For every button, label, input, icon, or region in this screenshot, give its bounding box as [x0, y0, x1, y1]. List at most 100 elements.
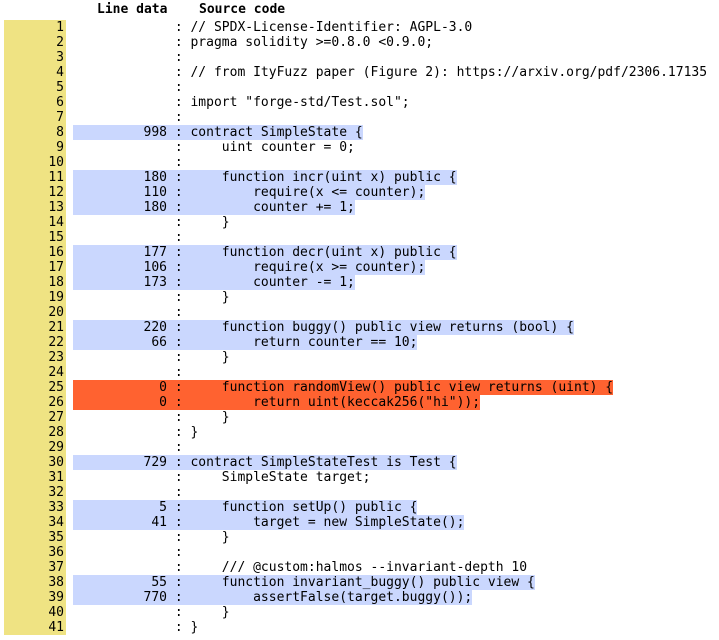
line-coverage-hit: 110 : require(x <= counter); — [73, 185, 426, 200]
separator: : — [167, 110, 191, 125]
source-text: function setUp() public { — [190, 500, 418, 515]
hit-count: 55 — [151, 575, 167, 590]
line-number[interactable]: 5 — [4, 80, 66, 95]
separator: : — [167, 425, 191, 440]
separator: : — [167, 605, 191, 620]
source-text: function buggy() public view returns (bo… — [190, 320, 574, 335]
line-number[interactable]: 16 — [4, 245, 66, 260]
hit-count: 66 — [151, 335, 167, 350]
source-text: function incr(uint x) public { — [190, 170, 457, 185]
source-text: function invariant_buggy() public view { — [190, 575, 535, 590]
line-coverage: : — [73, 305, 190, 320]
line-number[interactable]: 33 — [4, 500, 66, 515]
line-coverage: : — [73, 440, 190, 455]
line-number[interactable]: 23 — [4, 350, 66, 365]
line-coverage: : import "forge-std/Test.sol"; — [73, 95, 410, 110]
hit-count: 998 — [143, 125, 167, 140]
hit-count: 0 — [159, 395, 167, 410]
line-number[interactable]: 26 — [4, 395, 66, 410]
separator: : — [167, 320, 191, 335]
source-text: } — [190, 530, 230, 545]
line-number[interactable]: 28 — [4, 425, 66, 440]
line-number[interactable]: 18 — [4, 275, 66, 290]
line-coverage: : SimpleState target; — [73, 470, 371, 485]
line-number[interactable]: 37 — [4, 560, 66, 575]
line-coverage-hit: 5 : function setUp() public { — [73, 500, 418, 515]
separator: : — [167, 515, 191, 530]
line-number[interactable]: 39 — [4, 590, 66, 605]
line-number[interactable]: 15 — [4, 230, 66, 245]
separator: : — [167, 65, 191, 80]
source-text: SimpleState target; — [190, 470, 371, 485]
line-number[interactable]: 8 — [4, 125, 66, 140]
separator: : — [167, 215, 191, 230]
line-number[interactable]: 27 — [4, 410, 66, 425]
line-coverage: : } — [73, 215, 230, 230]
source-text: require(x <= counter); — [190, 185, 426, 200]
line-number[interactable]: 14 — [4, 215, 66, 230]
hit-count: 220 — [143, 320, 167, 335]
line-number[interactable]: 7 — [4, 110, 66, 125]
source-text: import "forge-std/Test.sol"; — [190, 95, 410, 110]
line-number[interactable]: 30 — [4, 455, 66, 470]
separator: : — [167, 410, 191, 425]
separator: : — [167, 380, 191, 395]
source-text: require(x >= counter); — [190, 260, 426, 275]
line-number[interactable]: 29 — [4, 440, 66, 455]
separator: : — [167, 20, 191, 35]
line-number[interactable]: 31 — [4, 470, 66, 485]
line-number[interactable]: 34 — [4, 515, 66, 530]
line-coverage-hit: 729 : contract SimpleStateTest is Test { — [73, 455, 457, 470]
line-number[interactable]: 35 — [4, 530, 66, 545]
line-number[interactable]: 32 — [4, 485, 66, 500]
line-number[interactable]: 36 — [4, 545, 66, 560]
line-coverage-miss: 0 : return uint(keccak256("hi")); — [73, 395, 481, 410]
line-number[interactable]: 4 — [4, 65, 66, 80]
line-number[interactable]: 24 — [4, 365, 66, 380]
separator: : — [167, 260, 191, 275]
line-number[interactable]: 25 — [4, 380, 66, 395]
hit-count: 0 — [159, 380, 167, 395]
line-number[interactable]: 20 — [4, 305, 66, 320]
separator: : — [167, 50, 191, 65]
line-number[interactable]: 19 — [4, 290, 66, 305]
separator: : — [167, 275, 191, 290]
line-coverage-hit: 770 : assertFalse(target.buggy()); — [73, 590, 473, 605]
separator: : — [167, 620, 191, 635]
line-number[interactable]: 9 — [4, 140, 66, 155]
line-coverage: : — [73, 110, 190, 125]
source-text: return counter == 10; — [190, 335, 418, 350]
hit-count: 110 — [143, 185, 167, 200]
separator: : — [167, 245, 191, 260]
line-number[interactable]: 40 — [4, 605, 66, 620]
separator: : — [167, 95, 191, 110]
separator: : — [167, 125, 191, 140]
line-number[interactable]: 2 — [4, 35, 66, 50]
hit-count: 180 — [143, 200, 167, 215]
line-number[interactable]: 1 — [4, 20, 66, 35]
line-coverage-miss: 0 : function randomView() public view re… — [73, 380, 614, 395]
line-coverage: : } — [73, 605, 230, 620]
separator: : — [167, 185, 191, 200]
line-number[interactable]: 17 — [4, 260, 66, 275]
line-number[interactable]: 6 — [4, 95, 66, 110]
separator: : — [167, 455, 191, 470]
line-number[interactable]: 13 — [4, 200, 66, 215]
line-number[interactable]: 11 — [4, 170, 66, 185]
source-text: target = new SimpleState(); — [190, 515, 465, 530]
source-text: } — [190, 215, 230, 230]
source-text: function randomView() public view return… — [190, 380, 614, 395]
hit-count: 180 — [143, 170, 167, 185]
line-number[interactable]: 21 — [4, 320, 66, 335]
line-coverage: : — [73, 50, 190, 65]
line-number[interactable]: 3 — [4, 50, 66, 65]
line-number[interactable]: 41 — [4, 620, 66, 635]
line-number[interactable]: 10 — [4, 155, 66, 170]
line-coverage-hit: 55 : function invariant_buggy() public v… — [73, 575, 535, 590]
line-number[interactable]: 22 — [4, 335, 66, 350]
source-text: /// @custom:halmos --invariant-depth 10 — [190, 560, 528, 575]
source-text: uint counter = 0; — [190, 140, 355, 155]
line-number[interactable]: 12 — [4, 185, 66, 200]
line-coverage: : /// @custom:halmos --invariant-depth 1… — [73, 560, 527, 575]
line-number[interactable]: 38 — [4, 575, 66, 590]
